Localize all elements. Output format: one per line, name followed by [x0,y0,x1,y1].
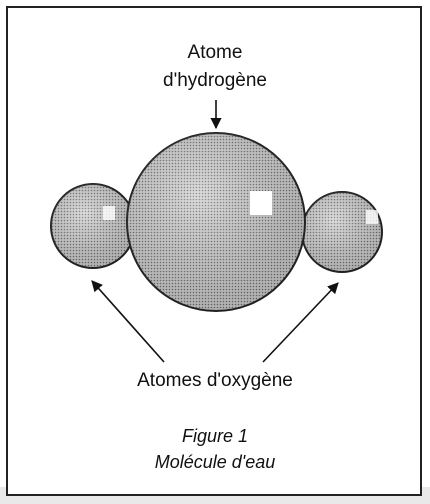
right-oxygen-atom [302,192,382,272]
hydrogen-atom [127,133,305,311]
oxygen-label: Atomes d'oxygène [0,370,430,392]
right-oxygen-arrow [263,283,338,362]
figure-title: Molécule d'eau [0,448,430,476]
hydrogen-label-line2: d'hydrogène [0,68,430,94]
figure-number: Figure 1 [0,422,430,450]
left-oxygen-atom [51,184,135,268]
left-oxygen-arrow [92,281,164,362]
hydrogen-label-line1: Atome [0,40,430,66]
